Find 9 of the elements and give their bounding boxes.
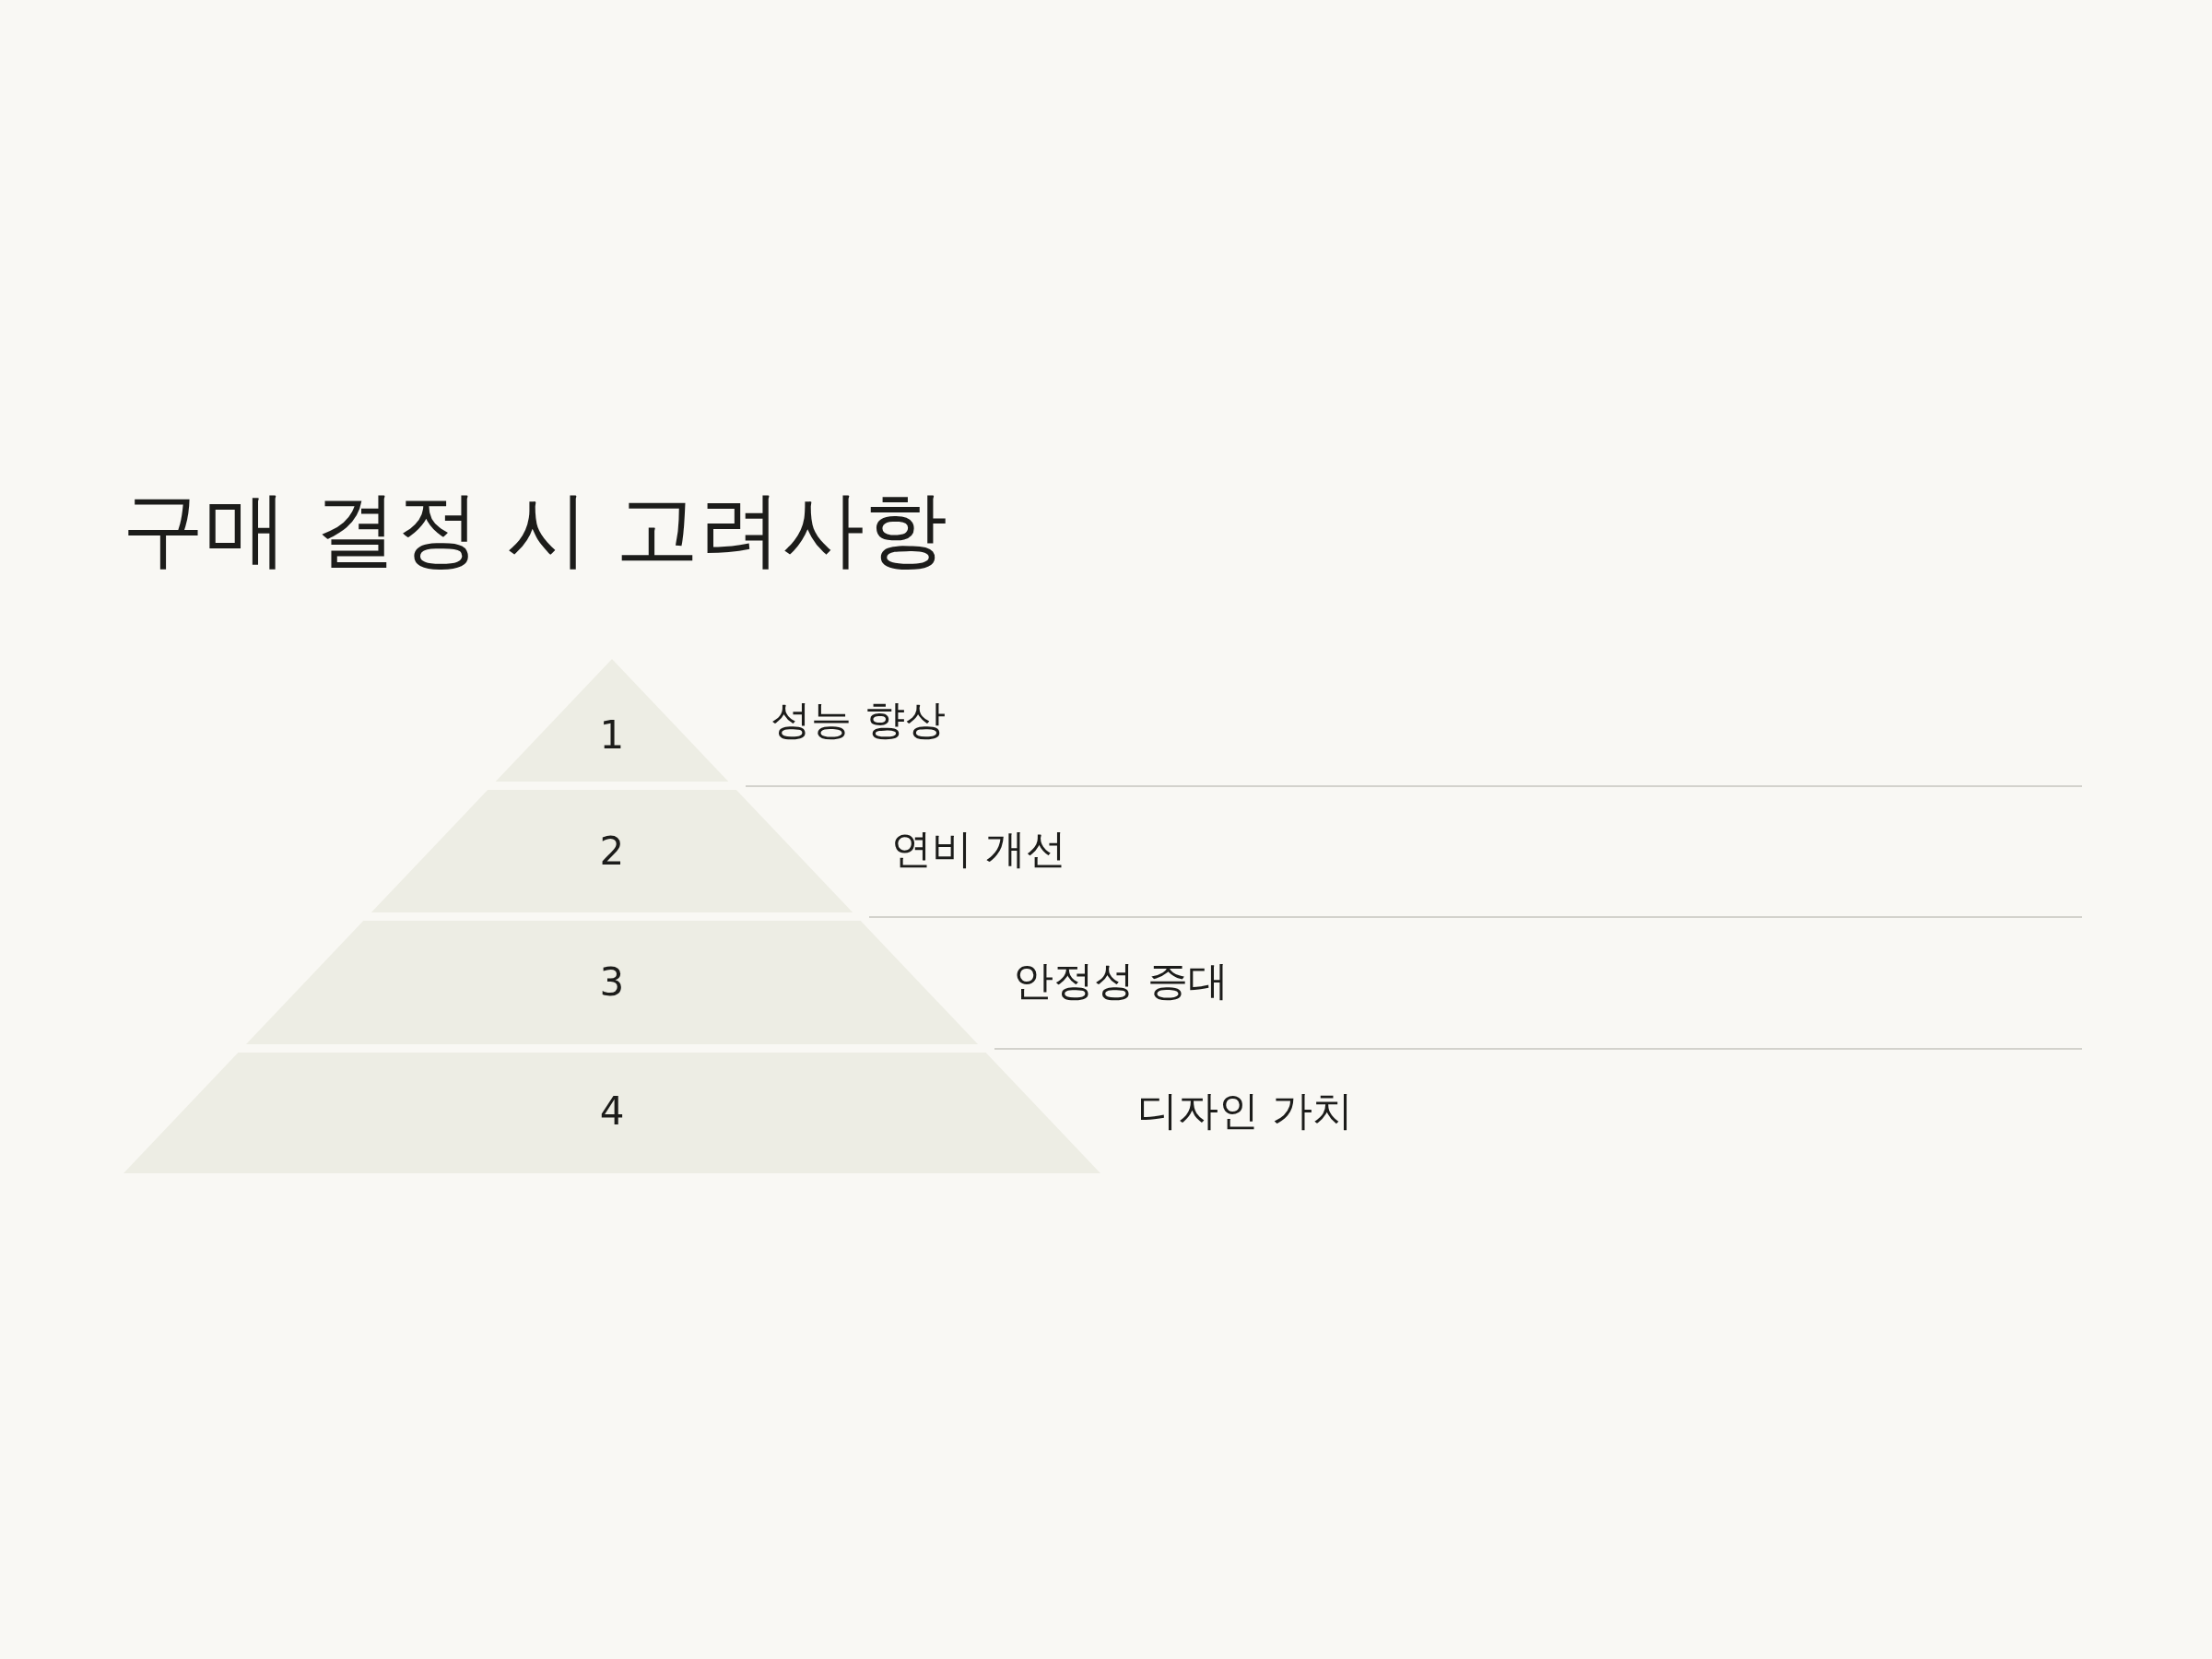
layer-number: 4 bbox=[599, 1088, 625, 1135]
layer-number: 3 bbox=[599, 959, 625, 1006]
layer-label: 연비 개선 bbox=[891, 825, 1066, 873]
layer-label: 안정성 증대 bbox=[1013, 957, 1229, 1005]
layer-number: 1 bbox=[599, 712, 625, 759]
layer-label: 디자인 가치 bbox=[1137, 1087, 1353, 1135]
layer-label: 성능 향상 bbox=[771, 696, 946, 744]
title: 구매 결정 시 고려사항 bbox=[122, 481, 947, 577]
layer-number: 2 bbox=[599, 829, 625, 875]
